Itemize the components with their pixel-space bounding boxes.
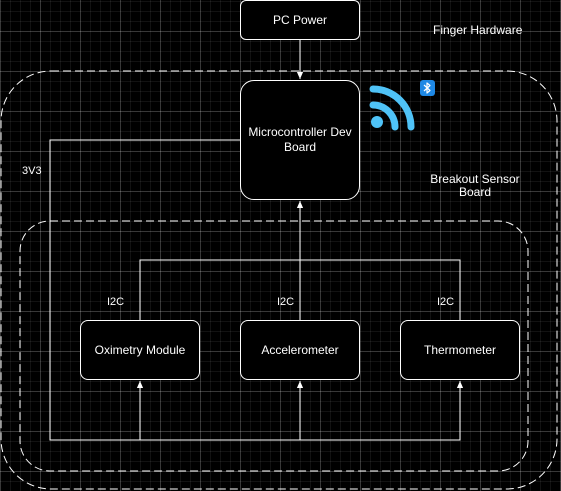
accelerometer-label: Accelerometer: [261, 342, 339, 357]
pc-power-node[interactable]: PC Power: [240, 0, 360, 40]
finger-hardware-label: Finger Hardware: [433, 23, 523, 37]
i2c-label-thermometer: I2C: [437, 296, 455, 308]
wifi-signal-icon: [369, 85, 415, 131]
3v3-label: 3V3: [22, 165, 42, 177]
bluetooth-glyph-icon: [423, 82, 431, 94]
breakout-sensor-board-group: [19, 220, 529, 472]
accelerometer-node[interactable]: Accelerometer: [240, 320, 360, 380]
pc-power-label: PC Power: [272, 12, 328, 27]
oximetry-module-node[interactable]: Oximetry Module: [80, 320, 200, 380]
finger-hardware-group: [0, 70, 558, 490]
bluetooth-icon: [420, 80, 435, 96]
thermometer-label: Thermometer: [423, 342, 497, 357]
oximetry-module-label: Oximetry Module: [94, 342, 186, 357]
thermometer-node[interactable]: Thermometer: [400, 320, 520, 380]
breakout-sensor-board-label: Breakout Sensor Board: [430, 172, 520, 199]
i2c-label-oximetry: I2C: [107, 296, 125, 308]
i2c-label-accelerometer: I2C: [277, 296, 295, 308]
microcontroller-label: Microcontroller Dev Board: [248, 125, 352, 154]
microcontroller-node[interactable]: Microcontroller Dev Board: [240, 80, 360, 200]
